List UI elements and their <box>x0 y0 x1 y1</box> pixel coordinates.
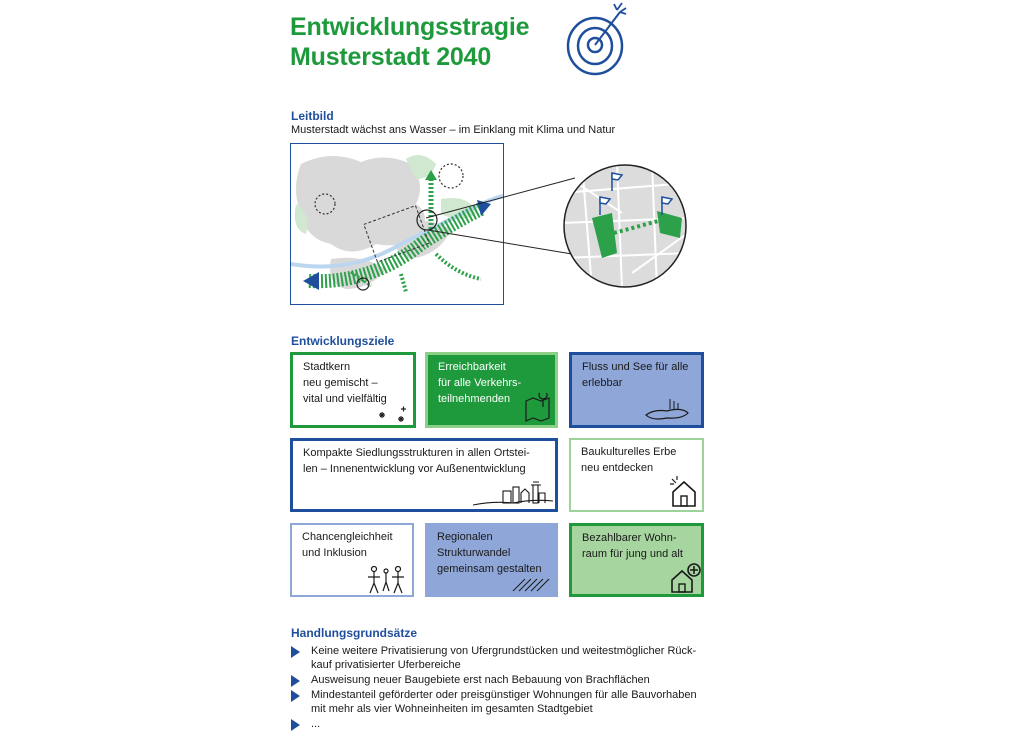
sparkles-icon <box>379 406 406 422</box>
target-icon <box>566 2 627 76</box>
people-icon <box>368 565 404 594</box>
zoom-connector <box>425 177 579 256</box>
goal-card-text: Chancengleichheit und Inklusion <box>302 531 393 559</box>
goal-card-text: Kompakte Siedlungsstrukturen in allen Or… <box>303 447 530 475</box>
list-item: Mindestanteil geförderter oder preisgüns… <box>291 688 711 716</box>
title-line-1: Entwicklungsstragie <box>290 13 530 41</box>
map-pin-icon <box>525 393 550 422</box>
hatch-icon <box>512 578 550 592</box>
bullet-triangle-icon <box>291 690 300 702</box>
list-item: Ausweisung neuer Baugebiete erst nach Be… <box>291 673 711 687</box>
goal-card-text: Fluss und See für alle erlebbar <box>582 361 689 389</box>
house-sparkle-icon <box>670 476 696 507</box>
goal-card-text: Erreichbarkeit für alle Verkehrs- teilne… <box>438 361 522 405</box>
bullet-triangle-icon <box>291 719 300 731</box>
goal-card-wohnraum: Bezahlbarer Wohn- raum für jung und alt <box>569 523 704 597</box>
list-item: Keine weitere Privatisierung von Ufergru… <box>291 644 711 672</box>
title-line-2: Musterstadt 2040 <box>290 43 492 71</box>
leitbild-text: Musterstadt wächst ans Wasser – im Einkl… <box>291 124 616 136</box>
grundsaetze-heading: Handlungsgrundsätze <box>291 626 418 640</box>
goal-card-stadtkern: Stadtkern neu gemischt – vital und vielf… <box>290 352 416 428</box>
list-item: ... <box>291 717 711 731</box>
ziele-heading: Entwicklungsziele <box>291 334 395 348</box>
lake-icon <box>645 399 689 420</box>
house-plus-icon <box>671 563 701 593</box>
goal-card-erreichbarkeit: Erreichbarkeit für alle Verkehrs- teilne… <box>425 352 558 428</box>
page-title: Entwicklungsstragie Musterstadt 2040 <box>290 12 530 72</box>
goal-card-strukturwandel: Regionalen Strukturwandel gemeinsam gest… <box>425 523 558 597</box>
city-map <box>290 143 504 305</box>
goal-card-chancengleichheit: Chancengleichheit und Inklusion <box>290 523 414 597</box>
goal-card-text: Regionalen Strukturwandel gemeinsam gest… <box>437 531 542 575</box>
goal-card-baukultur: Baukulturelles Erbe neu entdecken <box>569 438 704 512</box>
zoom-detail-map <box>563 164 687 288</box>
skyline-icon <box>473 481 554 506</box>
goal-card-text: Baukulturelles Erbe neu entdecken <box>581 446 677 474</box>
grundsaetze-list: Keine weitere Privatisierung von Ufergru… <box>291 644 711 732</box>
goal-card-text: Stadtkern neu gemischt – vital und vielf… <box>303 361 387 405</box>
leitbild-heading: Leitbild <box>291 109 334 123</box>
goal-card-siedlungsstrukturen: Kompakte Siedlungsstrukturen in allen Or… <box>290 438 558 512</box>
bullet-triangle-icon <box>291 675 300 687</box>
bullet-triangle-icon <box>291 646 300 658</box>
goal-card-text: Bezahlbarer Wohn- raum für jung und alt <box>582 532 683 560</box>
goal-card-fluss-see: Fluss und See für alle erlebbar <box>569 352 704 428</box>
